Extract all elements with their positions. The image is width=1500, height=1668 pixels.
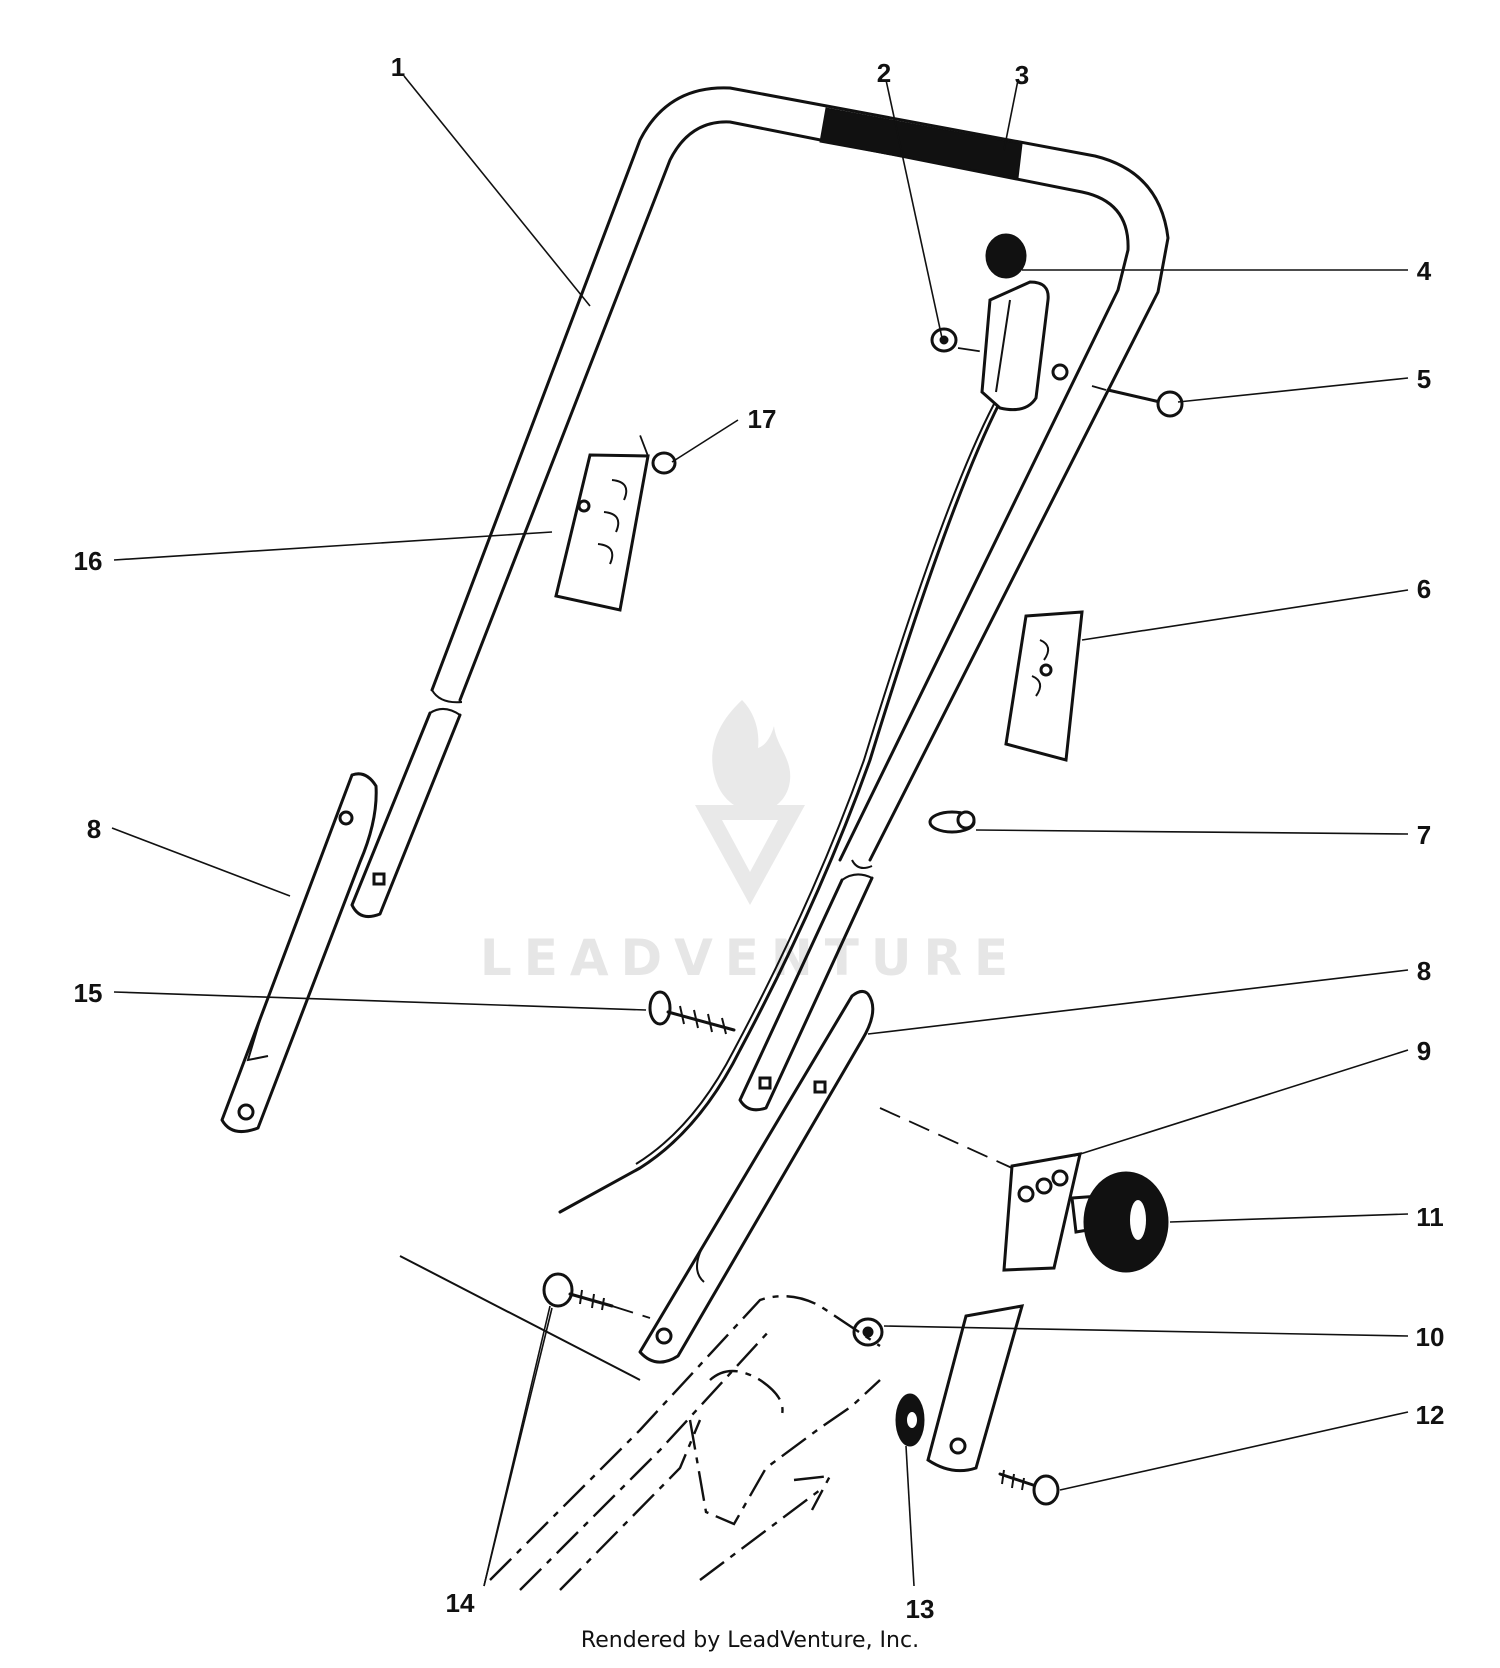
v-logo-icon bbox=[695, 805, 805, 905]
callout-6: 6 bbox=[1417, 574, 1431, 604]
knob-11 bbox=[1070, 1171, 1169, 1273]
washer-13 bbox=[895, 1393, 925, 1447]
upper-handle bbox=[430, 86, 1170, 869]
throttle-control bbox=[980, 233, 1069, 412]
cable-clip-6 bbox=[1004, 610, 1084, 762]
control-cable bbox=[558, 400, 1002, 1214]
callout-10: 10 bbox=[1416, 1322, 1445, 1352]
callout-15: 15 bbox=[74, 978, 103, 1008]
lower-handle-left bbox=[220, 772, 378, 1134]
callout-2: 2 bbox=[877, 58, 891, 88]
bolt-5 bbox=[1091, 385, 1184, 418]
bolt-12 bbox=[998, 1469, 1060, 1506]
callout-8-right: 8 bbox=[1417, 956, 1431, 986]
bracket-9 bbox=[879, 1107, 1082, 1473]
watermark-text: LEADVENTURE bbox=[480, 929, 1020, 987]
callout-1: 1 bbox=[391, 52, 405, 82]
cable-tie-7 bbox=[928, 810, 976, 834]
nut-2 bbox=[930, 327, 986, 353]
cable-clip-16 bbox=[554, 453, 650, 612]
leadventure-watermark: LEADVENTURE bbox=[480, 700, 1020, 987]
upper-handle-lower-right bbox=[738, 873, 874, 1112]
lower-handle-right bbox=[638, 989, 875, 1364]
flame-icon bbox=[712, 700, 791, 813]
upper-handle-lower-left bbox=[350, 708, 462, 918]
mower-deck bbox=[399, 1255, 881, 1591]
callout-labels: 1 2 3 4 5 6 7 8 8 9 10 11 12 13 14 15 16… bbox=[74, 52, 1445, 1624]
callout-9: 9 bbox=[1417, 1036, 1431, 1066]
render-credit: Rendered by LeadVenture, Inc. bbox=[580, 1628, 920, 1653]
callout-5: 5 bbox=[1417, 364, 1431, 394]
bolt-14 bbox=[542, 1272, 651, 1319]
callout-11: 11 bbox=[1416, 1202, 1444, 1232]
bolt-15 bbox=[648, 990, 736, 1035]
screw-17 bbox=[637, 429, 677, 475]
callout-4: 4 bbox=[1417, 256, 1432, 286]
callout-16: 16 bbox=[74, 546, 103, 576]
callout-3: 3 bbox=[1015, 60, 1029, 90]
callout-17: 17 bbox=[748, 404, 777, 434]
leader-lines bbox=[111, 75, 1409, 1587]
callout-13: 13 bbox=[906, 1594, 935, 1624]
callout-14: 14 bbox=[446, 1588, 475, 1618]
callout-8-left: 8 bbox=[87, 814, 101, 844]
callout-7: 7 bbox=[1417, 820, 1431, 850]
callout-12: 12 bbox=[1416, 1400, 1445, 1430]
